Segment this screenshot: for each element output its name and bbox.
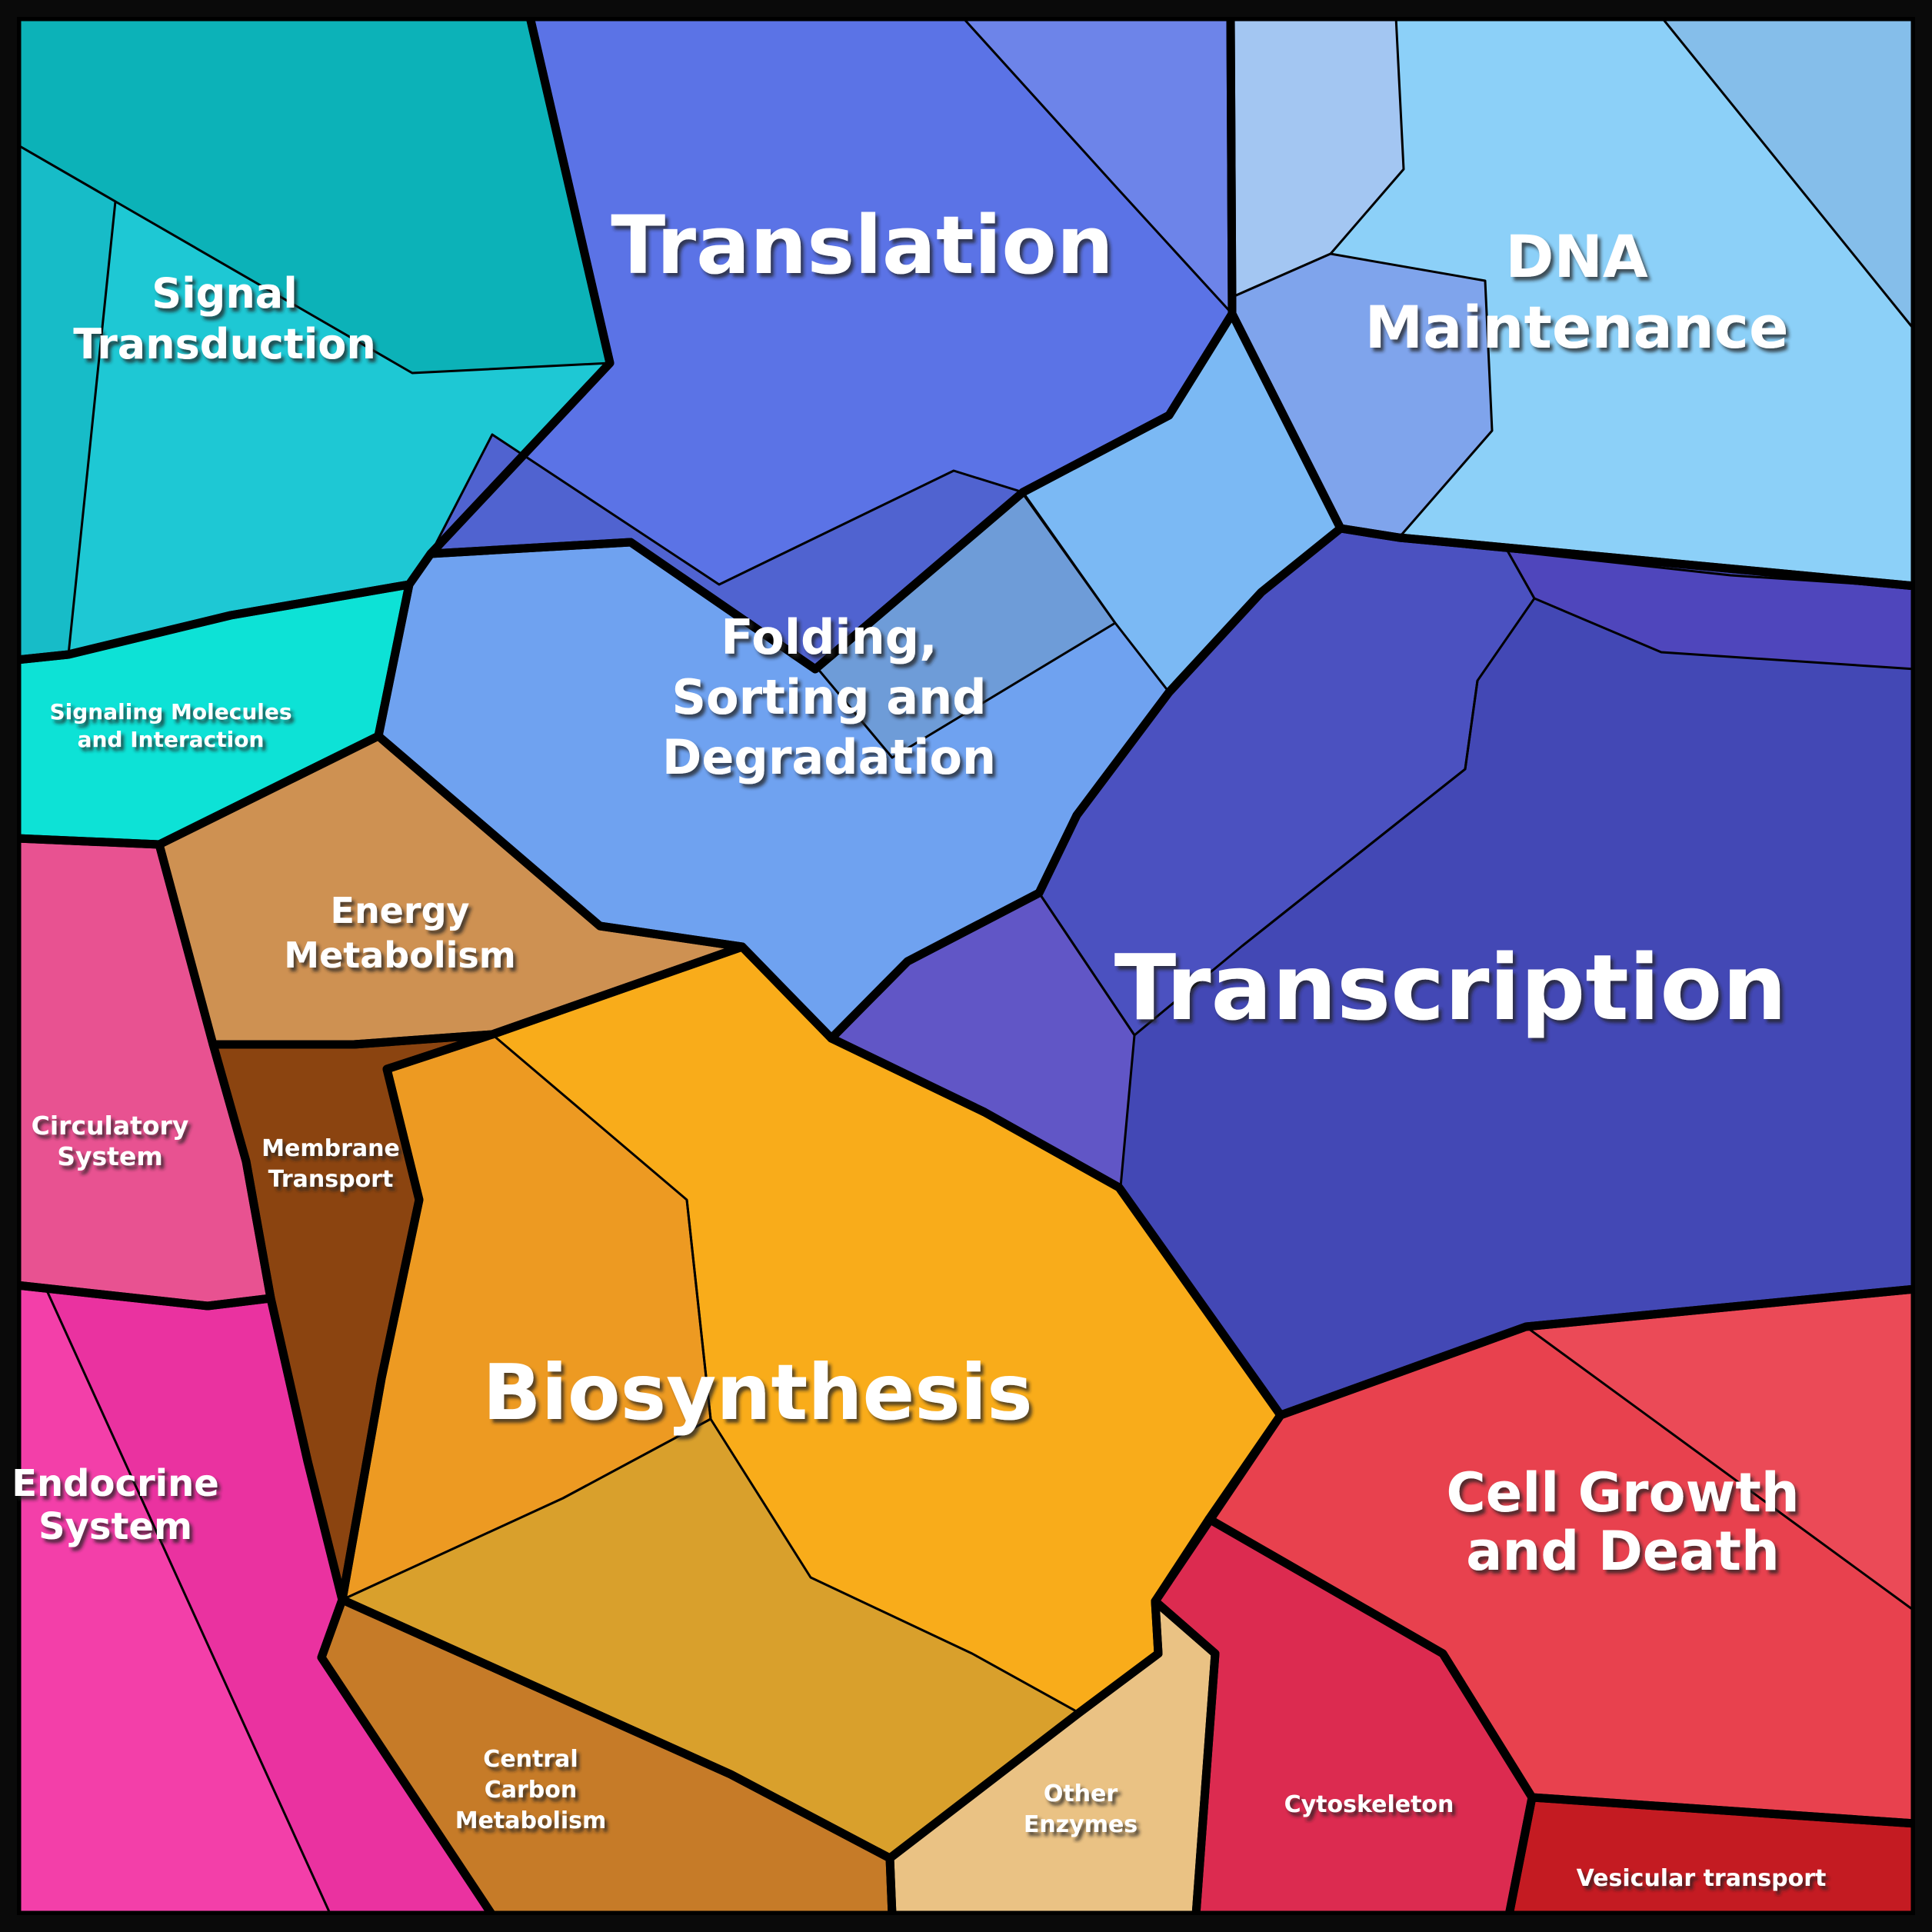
label-vesicular-transport: Vesicular transport [1577,1865,1827,1892]
thin-divider-2 [685,1199,712,1420]
label-circulatory-system-line2: System [57,1141,162,1171]
label-translation: Translation [611,198,1114,292]
label-cell-growth-and-death-line1: Cell Growth [1446,1461,1799,1524]
label-energy-metabolism-line1: Energy [331,890,470,931]
label-signaling-molecules-line1: Signaling Molecules [49,699,291,724]
label-dna-maintenance-line1: DNA [1505,222,1648,291]
label-biosynthesis: Biosynthesis [482,1347,1032,1437]
label-dna-maintenance-line2: Maintenance [1364,293,1788,361]
group-outline-layer [12,12,1920,1920]
label-central-carbon-metabolism-line2: Carbon [485,1777,578,1804]
label-transcription: Transcription [1114,934,1787,1041]
label-central-carbon-metabolism-line3: Metabolism [455,1807,607,1834]
label-folding-sorting-degradation-line2: Sorting and [671,669,986,725]
label-signaling-molecules-line2: and Interaction [78,727,265,752]
thin-divider-1 [1241,680,1479,948]
label-cell-growth-and-death-line2: and Death [1466,1520,1780,1583]
label-energy-metabolism-line2: Metabolism [284,934,515,976]
label-signal-transduction-line1: Signal [152,269,297,318]
label-folding-sorting-degradation-line3: Degradation [662,729,996,785]
subcell-layer [15,15,1917,1917]
label-membrane-transport-line1: Membrane [261,1135,400,1162]
label-circulatory-system-line1: Circulatory [32,1111,189,1141]
label-other-enzymes-line1: Other [1044,1780,1118,1807]
label-other-enzymes-line2: Enzymes [1024,1811,1138,1838]
label-endocrine-system-line2: System [38,1505,192,1548]
label-endocrine-system-line1: Endocrine [12,1462,219,1505]
label-signal-transduction-line2: Transduction [73,320,376,368]
label-cytoskeleton: Cytoskeleton [1284,1791,1454,1818]
label-folding-sorting-degradation-line1: Folding, [721,609,937,665]
label-membrane-transport-line2: Transport [268,1166,394,1193]
label-central-carbon-metabolism-line1: Central [483,1746,578,1773]
